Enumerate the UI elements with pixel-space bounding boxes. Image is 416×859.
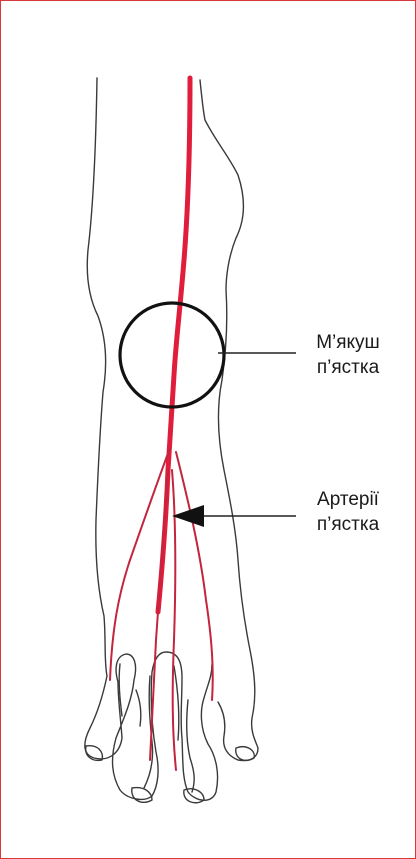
claw-2 [132,788,152,803]
toe-outline-4 [174,666,179,740]
branch-artery-left-inner [150,470,168,760]
arteries-label-line2: п’ястка [298,512,398,537]
toe-outline-5 [187,700,194,792]
arteries-label-line1: Артерії [298,487,398,512]
pad-label-line1: М’якуш [300,330,396,355]
pad-label: М’якуш п’ястка [300,330,396,380]
arrowhead-icon [172,505,204,527]
toe-outline-2 [136,690,141,726]
branch-artery-right-outer [176,452,213,700]
limb-left-edge [85,78,218,800]
limb-right-edge [200,80,258,761]
arteries [110,78,213,770]
pad-label-line2: п’ястка [300,355,396,380]
arteries-label: Артерії п’ястка [298,487,398,537]
